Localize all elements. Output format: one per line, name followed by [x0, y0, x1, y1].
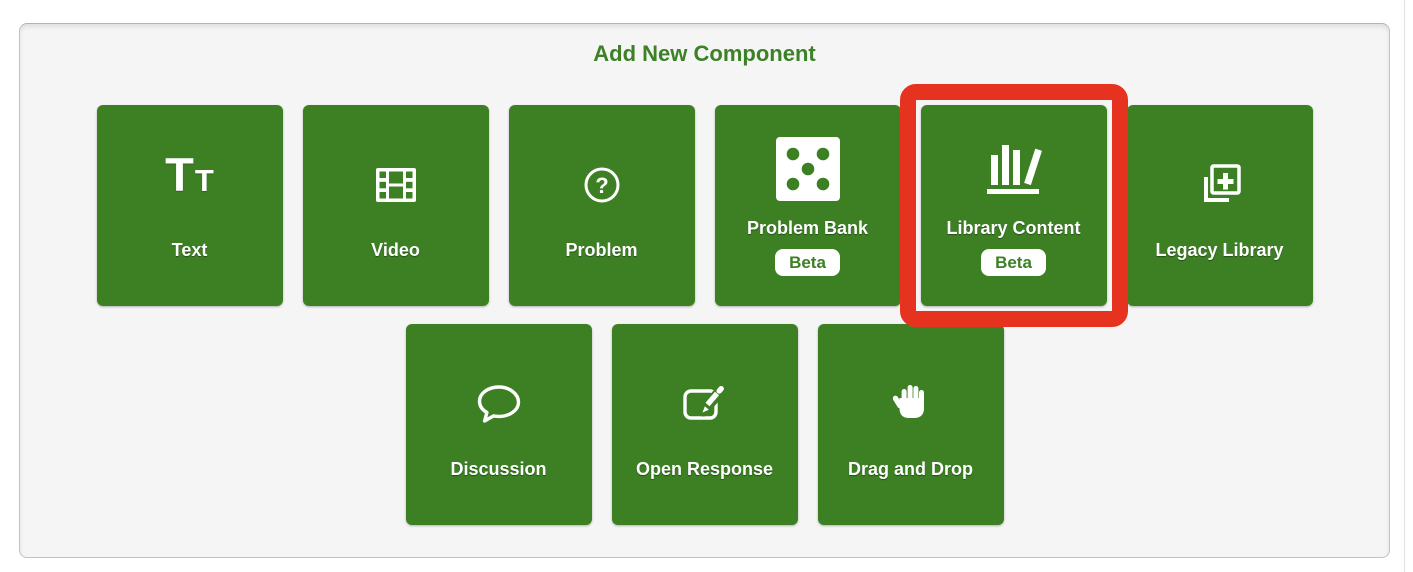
component-button-open-response[interactable]: Open Response: [611, 324, 798, 525]
component-label: Legacy Library: [1155, 239, 1284, 260]
component-label: Problem: [565, 239, 638, 260]
component-row-2: Discussion Open Response: [20, 324, 1389, 525]
video-icon: [375, 151, 416, 219]
drag-and-drop-icon: [893, 370, 928, 438]
component-label: Library Content: [946, 218, 1081, 238]
panel-title: Add New Component: [593, 41, 816, 66]
component-button-library-content[interactable]: Library Content Beta: [899, 84, 1128, 327]
component-button-video[interactable]: Video: [302, 105, 489, 306]
page-right-border: [1404, 0, 1405, 572]
component-button-drag-and-drop[interactable]: Drag and Drop: [817, 324, 1004, 525]
problem-icon: ?: [583, 151, 621, 219]
component-label: Drag and Drop: [847, 458, 973, 479]
problem-bank-icon: [775, 135, 840, 203]
component-button-problem-bank[interactable]: Problem Bank Beta: [714, 105, 901, 306]
legacy-library-icon: [1198, 151, 1242, 219]
highlight-annotation-box: [899, 84, 1128, 327]
component-label: Video: [371, 239, 420, 260]
component-button-problem[interactable]: ? Problem: [508, 105, 695, 306]
component-label: Discussion: [450, 458, 547, 479]
beta-badge: Beta: [981, 249, 1046, 276]
component-label: Open Response: [635, 458, 774, 479]
add-new-component-panel: Add New Component T T Text: [19, 23, 1390, 558]
discussion-icon: [476, 370, 522, 438]
open-response-icon: [682, 370, 728, 438]
component-button-text[interactable]: T T Text: [96, 105, 283, 306]
text-icon: T T: [165, 147, 214, 201]
library-content-icon: [984, 135, 1044, 203]
component-button-discussion[interactable]: Discussion: [405, 324, 592, 525]
beta-badge: Beta: [775, 249, 840, 276]
component-row-1: T T Text: [20, 84, 1389, 327]
component-label: Problem Bank: [746, 218, 869, 238]
svg-text:?: ?: [595, 173, 608, 198]
component-label: Text: [171, 239, 208, 260]
component-button-legacy-library[interactable]: Legacy Library: [1126, 105, 1313, 306]
